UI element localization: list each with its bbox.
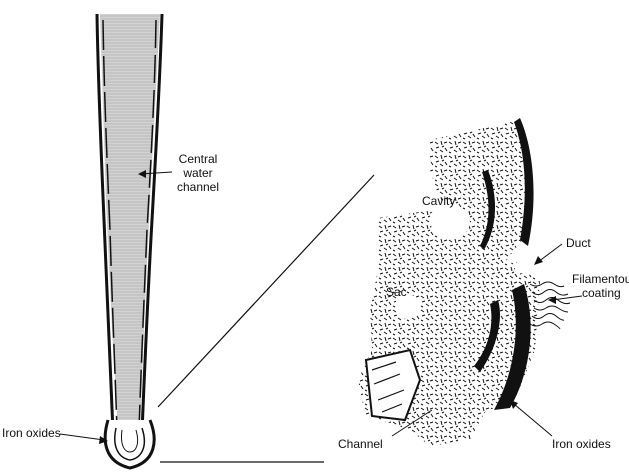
channel-label: Channel	[338, 437, 383, 451]
filament-tube	[97, 14, 162, 468]
iron-oxides-left-label: Iron oxides	[2, 426, 61, 440]
filamentous-coating-label: Filamentous coating	[572, 272, 629, 300]
duct-label: Duct	[566, 236, 591, 250]
central-water-channel-label: Central water channel	[168, 152, 228, 194]
iron-oxides-right-arrow	[510, 400, 552, 436]
iron-oxides-left-arrow	[60, 434, 108, 444]
duct-arrow	[534, 244, 562, 265]
zoom-line-top	[158, 175, 374, 407]
cavity-label: Cavity	[422, 194, 455, 208]
magnified-section	[358, 118, 570, 446]
iron-oxide-tip	[105, 420, 154, 468]
sac-label: Sac	[386, 285, 407, 299]
iron-oxides-right-label: Iron oxides	[552, 437, 611, 451]
